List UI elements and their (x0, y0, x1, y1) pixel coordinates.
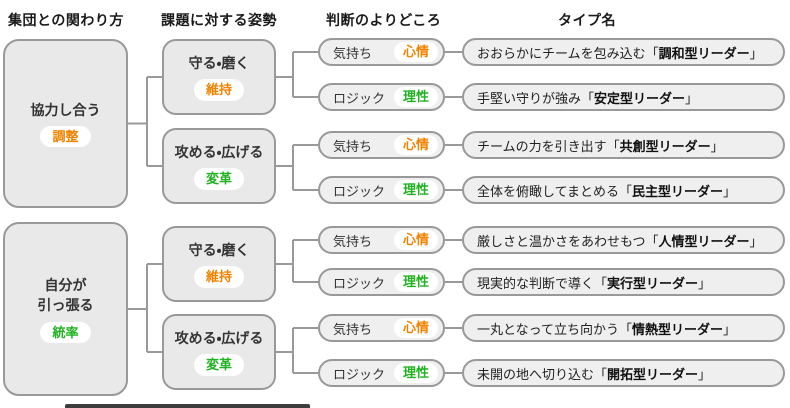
badge-reform: 変革 (193, 354, 244, 376)
badge-reason: 理性 (393, 363, 438, 383)
type-suffix: 」 (698, 275, 712, 291)
badge-emotion: 心情 (393, 318, 438, 338)
type-name: 実行型リーダー (607, 275, 699, 291)
type-suffix: 」 (698, 366, 712, 382)
badge-reason: 理性 (393, 272, 438, 292)
group-box-cooperate: 協力し合う 調整 (3, 39, 128, 208)
judgment-pill-logic-1: ロジック 理性 (318, 83, 445, 111)
judgment-label: 気持ち (333, 233, 373, 249)
group-box-label: 自分が 引っ張る (37, 276, 94, 314)
judgment-label: ロジック (333, 183, 386, 199)
type-name: 人情型リーダー (658, 233, 750, 249)
type-name: 安定型リーダー (594, 90, 686, 106)
type-suffix: 」 (722, 321, 736, 337)
type-description: 現実的な判断で導く「 (477, 275, 608, 291)
type-pill-humane: 厳しさと温かさをあわせもつ「人情型リーダー」 (462, 226, 785, 254)
type-suffix: 」 (710, 138, 724, 154)
type-pill-democratic: 全体を俯瞰してまとめる「民主型リーダー」 (462, 176, 785, 204)
group-box-label: 協力し合う (30, 101, 101, 118)
badge-reform: 変革 (193, 168, 244, 190)
badge-reason: 理性 (393, 180, 438, 200)
stance-box-reform-2: 攻める・広げる 変革 (162, 314, 276, 390)
badge-maintain: 維持 (193, 266, 244, 288)
badge-reason: 理性 (393, 87, 438, 107)
badge-command: 統率 (40, 321, 91, 344)
type-pill-passion: 一丸となって立ち向かう「情熱型リーダー」 (462, 314, 785, 342)
cropped-bottom-element-edge (65, 404, 310, 408)
column-header-type-name: タイプ名 (558, 12, 616, 28)
judgment-pill-feeling-1: 気持ち 心情 (318, 38, 445, 66)
badge-maintain: 維持 (193, 79, 244, 101)
judgment-label: 気持ち (333, 45, 373, 61)
judgment-pill-logic-2: ロジック 理性 (318, 176, 445, 204)
stance-box-label: 守る・磨く (188, 242, 250, 259)
type-name: 開拓型リーダー (607, 366, 699, 382)
type-name: 調和型リーダー (658, 45, 750, 61)
type-suffix: 」 (685, 90, 699, 106)
type-suffix: 」 (749, 45, 763, 61)
type-description: 一丸となって立ち向かう「 (477, 321, 632, 337)
judgment-label: ロジック (333, 275, 386, 291)
judgment-pill-logic-3: ロジック 理性 (318, 268, 445, 296)
judgment-label: ロジック (333, 90, 386, 106)
type-description: 手堅い守りが強み「 (477, 90, 595, 106)
judgment-label: 気持ち (333, 138, 373, 154)
badge-emotion: 心情 (393, 42, 438, 62)
stance-box-reform-1: 攻める・広げる 変革 (162, 128, 276, 204)
badge-adjust: 調整 (40, 125, 91, 148)
judgment-pill-logic-4: ロジック 理性 (318, 359, 445, 387)
judgment-label: ロジック (333, 366, 386, 382)
judgment-pill-feeling-3: 気持ち 心情 (318, 226, 445, 254)
type-name: 民主型リーダー (631, 183, 723, 199)
type-pill-execution: 現実的な判断で導く「実行型リーダー」 (462, 268, 785, 296)
type-suffix: 」 (749, 233, 763, 249)
type-description: 全体を俯瞰してまとめる「 (477, 183, 632, 199)
type-pill-cocreation: チームの力を引き出す「共創型リーダー」 (462, 131, 785, 159)
judgment-pill-feeling-2: 気持ち 心情 (318, 131, 445, 159)
column-header-stance: 課題に対する姿勢 (161, 12, 277, 28)
column-header-relation: 集団との関わり方 (8, 12, 124, 28)
stance-box-label: 攻める・広げる (174, 330, 264, 347)
stance-box-label: 守る・磨く (188, 55, 250, 72)
group-box-lead: 自分が 引っ張る 統率 (3, 222, 128, 396)
type-pill-harmony: おおらかにチームを包み込む「調和型リーダー」 (462, 38, 785, 66)
stance-box-maintain-2: 守る・磨く 維持 (162, 226, 276, 302)
type-description: おおらかにチームを包み込む「 (477, 45, 659, 61)
type-suffix: 」 (722, 183, 736, 199)
column-header-judgment: 判断のよりどころ (326, 12, 442, 28)
type-description: 厳しさと温かさをあわせもつ「 (477, 233, 659, 249)
type-name: 情熱型リーダー (631, 321, 723, 337)
type-description: チームの力を引き出す「 (477, 138, 620, 154)
stance-box-maintain-1: 守る・磨く 維持 (162, 39, 276, 115)
badge-emotion: 心情 (393, 135, 438, 155)
type-pill-stability: 手堅い守りが強み「安定型リーダー」 (462, 83, 785, 111)
judgment-label: 気持ち (333, 321, 373, 337)
judgment-pill-feeling-4: 気持ち 心情 (318, 314, 445, 342)
type-name: 共創型リーダー (619, 138, 711, 154)
stance-box-label: 攻める・広げる (174, 144, 264, 161)
type-pill-pioneer: 未開の地へ切り込む「開拓型リーダー」 (462, 359, 785, 387)
badge-emotion: 心情 (393, 230, 438, 250)
type-description: 未開の地へ切り込む「 (477, 366, 608, 382)
